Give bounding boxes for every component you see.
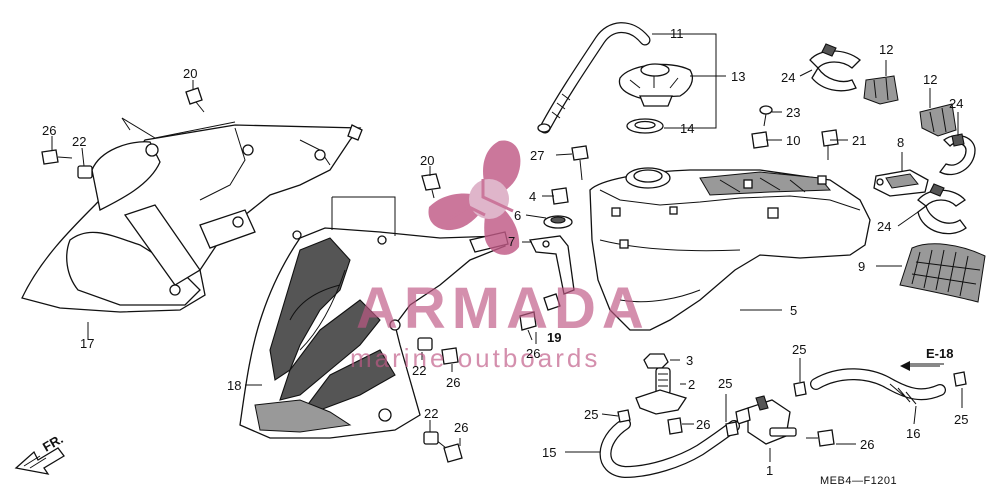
- fuel-hose-part-15: [599, 418, 740, 479]
- collar-part-22c: [423, 431, 439, 445]
- bolt-part-26e: [667, 417, 683, 435]
- callout-25-far-right: 25: [954, 412, 968, 427]
- gasket-part-14: [626, 118, 664, 134]
- stay-part-7: [529, 235, 575, 295]
- mount-rubber-part-12b: [919, 103, 957, 137]
- callout-14: 14: [680, 121, 694, 136]
- drain-hose-part-16: [810, 368, 946, 405]
- clip-part-25b: [725, 421, 739, 437]
- callout-2: 2: [688, 377, 695, 392]
- callout-24-top: 24: [781, 70, 795, 85]
- collar-part-22b: [417, 337, 433, 351]
- callout-26-center: 26: [446, 375, 460, 390]
- callout-25-center: 25: [718, 376, 732, 391]
- callout-21: 21: [852, 133, 866, 148]
- callout-1: 1: [766, 463, 773, 478]
- collar-part-22a: [77, 165, 93, 179]
- callout-9: 9: [858, 259, 865, 274]
- front-arrow-icon: [14, 447, 65, 475]
- bolt-part-21: [821, 129, 839, 160]
- front-marker-label: FR.: [40, 431, 66, 454]
- callout-13: 13: [731, 69, 745, 84]
- callout-labels: 20 26 22 17 20 18 22 26 22 26 27 4 6 7 1…: [42, 26, 968, 478]
- callout-17: 17: [80, 336, 94, 351]
- callout-20-top-left: 20: [183, 66, 197, 81]
- collar-part-10: [751, 131, 769, 149]
- band-part-24b: [939, 133, 976, 176]
- rubber-part-6: [543, 215, 573, 229]
- fuel-valve-part-1: [735, 395, 797, 445]
- callout-12-right: 12: [923, 72, 937, 87]
- callout-25-right: 25: [792, 342, 806, 357]
- screw-part-23: [759, 105, 773, 127]
- strainer-part-2: [635, 367, 688, 415]
- callout-26-left: 26: [42, 123, 56, 138]
- band-part-24c: [917, 183, 967, 235]
- callout-26-tank: 26: [526, 346, 540, 361]
- bolt-part-26b: [441, 347, 459, 365]
- callout-22-bottom: 22: [424, 406, 438, 421]
- reference-arrow-icon: [900, 361, 910, 371]
- grommet-part-19: [543, 293, 561, 311]
- callout-26-valve: 26: [696, 417, 710, 432]
- breather-tube-part-11: [537, 22, 651, 134]
- fuel-cap-part-13: [618, 63, 694, 107]
- callout-24-bottom: 24: [877, 219, 891, 234]
- collar-part-4: [551, 187, 569, 205]
- callout-18: 18: [227, 378, 241, 393]
- watermark-tagline: marine outboards: [350, 343, 600, 373]
- reference-e18-label: E-18: [926, 346, 953, 361]
- shroud-part-17: [21, 124, 363, 313]
- callout-22-left: 22: [72, 134, 86, 149]
- callout-23: 23: [786, 105, 800, 120]
- callout-27: 27: [530, 148, 544, 163]
- reference-e18: E-18: [900, 346, 953, 371]
- callout-3: 3: [686, 353, 693, 368]
- callout-10: 10: [786, 133, 800, 148]
- clip-part-25c: [793, 381, 807, 397]
- mount-rubber-part-12a: [863, 75, 899, 105]
- bolt-part-20a: [185, 87, 205, 113]
- fuel-tank-part-5: [589, 167, 871, 331]
- nut-part-3: [643, 353, 669, 369]
- shroud-part-18: [239, 227, 509, 439]
- bolt-part-26a: [41, 149, 73, 165]
- callout-12-top: 12: [879, 42, 893, 57]
- callout-6: 6: [514, 208, 521, 223]
- callout-7: 7: [508, 234, 515, 249]
- band-part-24a: [809, 43, 861, 92]
- callout-26-right: 26: [860, 437, 874, 452]
- callout-4: 4: [529, 189, 536, 204]
- callout-22-center: 22: [412, 363, 426, 378]
- callout-15: 15: [542, 445, 556, 460]
- callout-25-left: 25: [584, 407, 598, 422]
- leader-lines: [51, 33, 963, 462]
- bolt-part-26c: [435, 439, 463, 463]
- callout-24-right: 24: [949, 96, 963, 111]
- clip-part-25a: [617, 409, 631, 423]
- callout-5: 5: [790, 303, 797, 318]
- pad-part-9: [899, 243, 986, 303]
- callout-26-bottom: 26: [454, 420, 468, 435]
- bolt-part-26d: [519, 311, 537, 341]
- bolt-part-26f: [806, 429, 835, 447]
- diagram-code: MEB4—F1201: [820, 475, 897, 487]
- callout-20-center: 20: [420, 153, 434, 168]
- watermark-logo: ARMADA marine outboards: [350, 140, 650, 373]
- clip-part-25d: [953, 371, 967, 387]
- front-marker: FR.: [14, 431, 66, 475]
- bolt-part-20b: [421, 173, 441, 199]
- callout-8: 8: [897, 135, 904, 150]
- callout-16: 16: [906, 426, 920, 441]
- watermark-brand: ARMADA: [356, 276, 650, 341]
- bolt-part-27: [571, 145, 589, 181]
- callout-11: 11: [670, 26, 684, 41]
- callout-19: 19: [547, 330, 561, 345]
- bracket-part-8: [873, 169, 929, 197]
